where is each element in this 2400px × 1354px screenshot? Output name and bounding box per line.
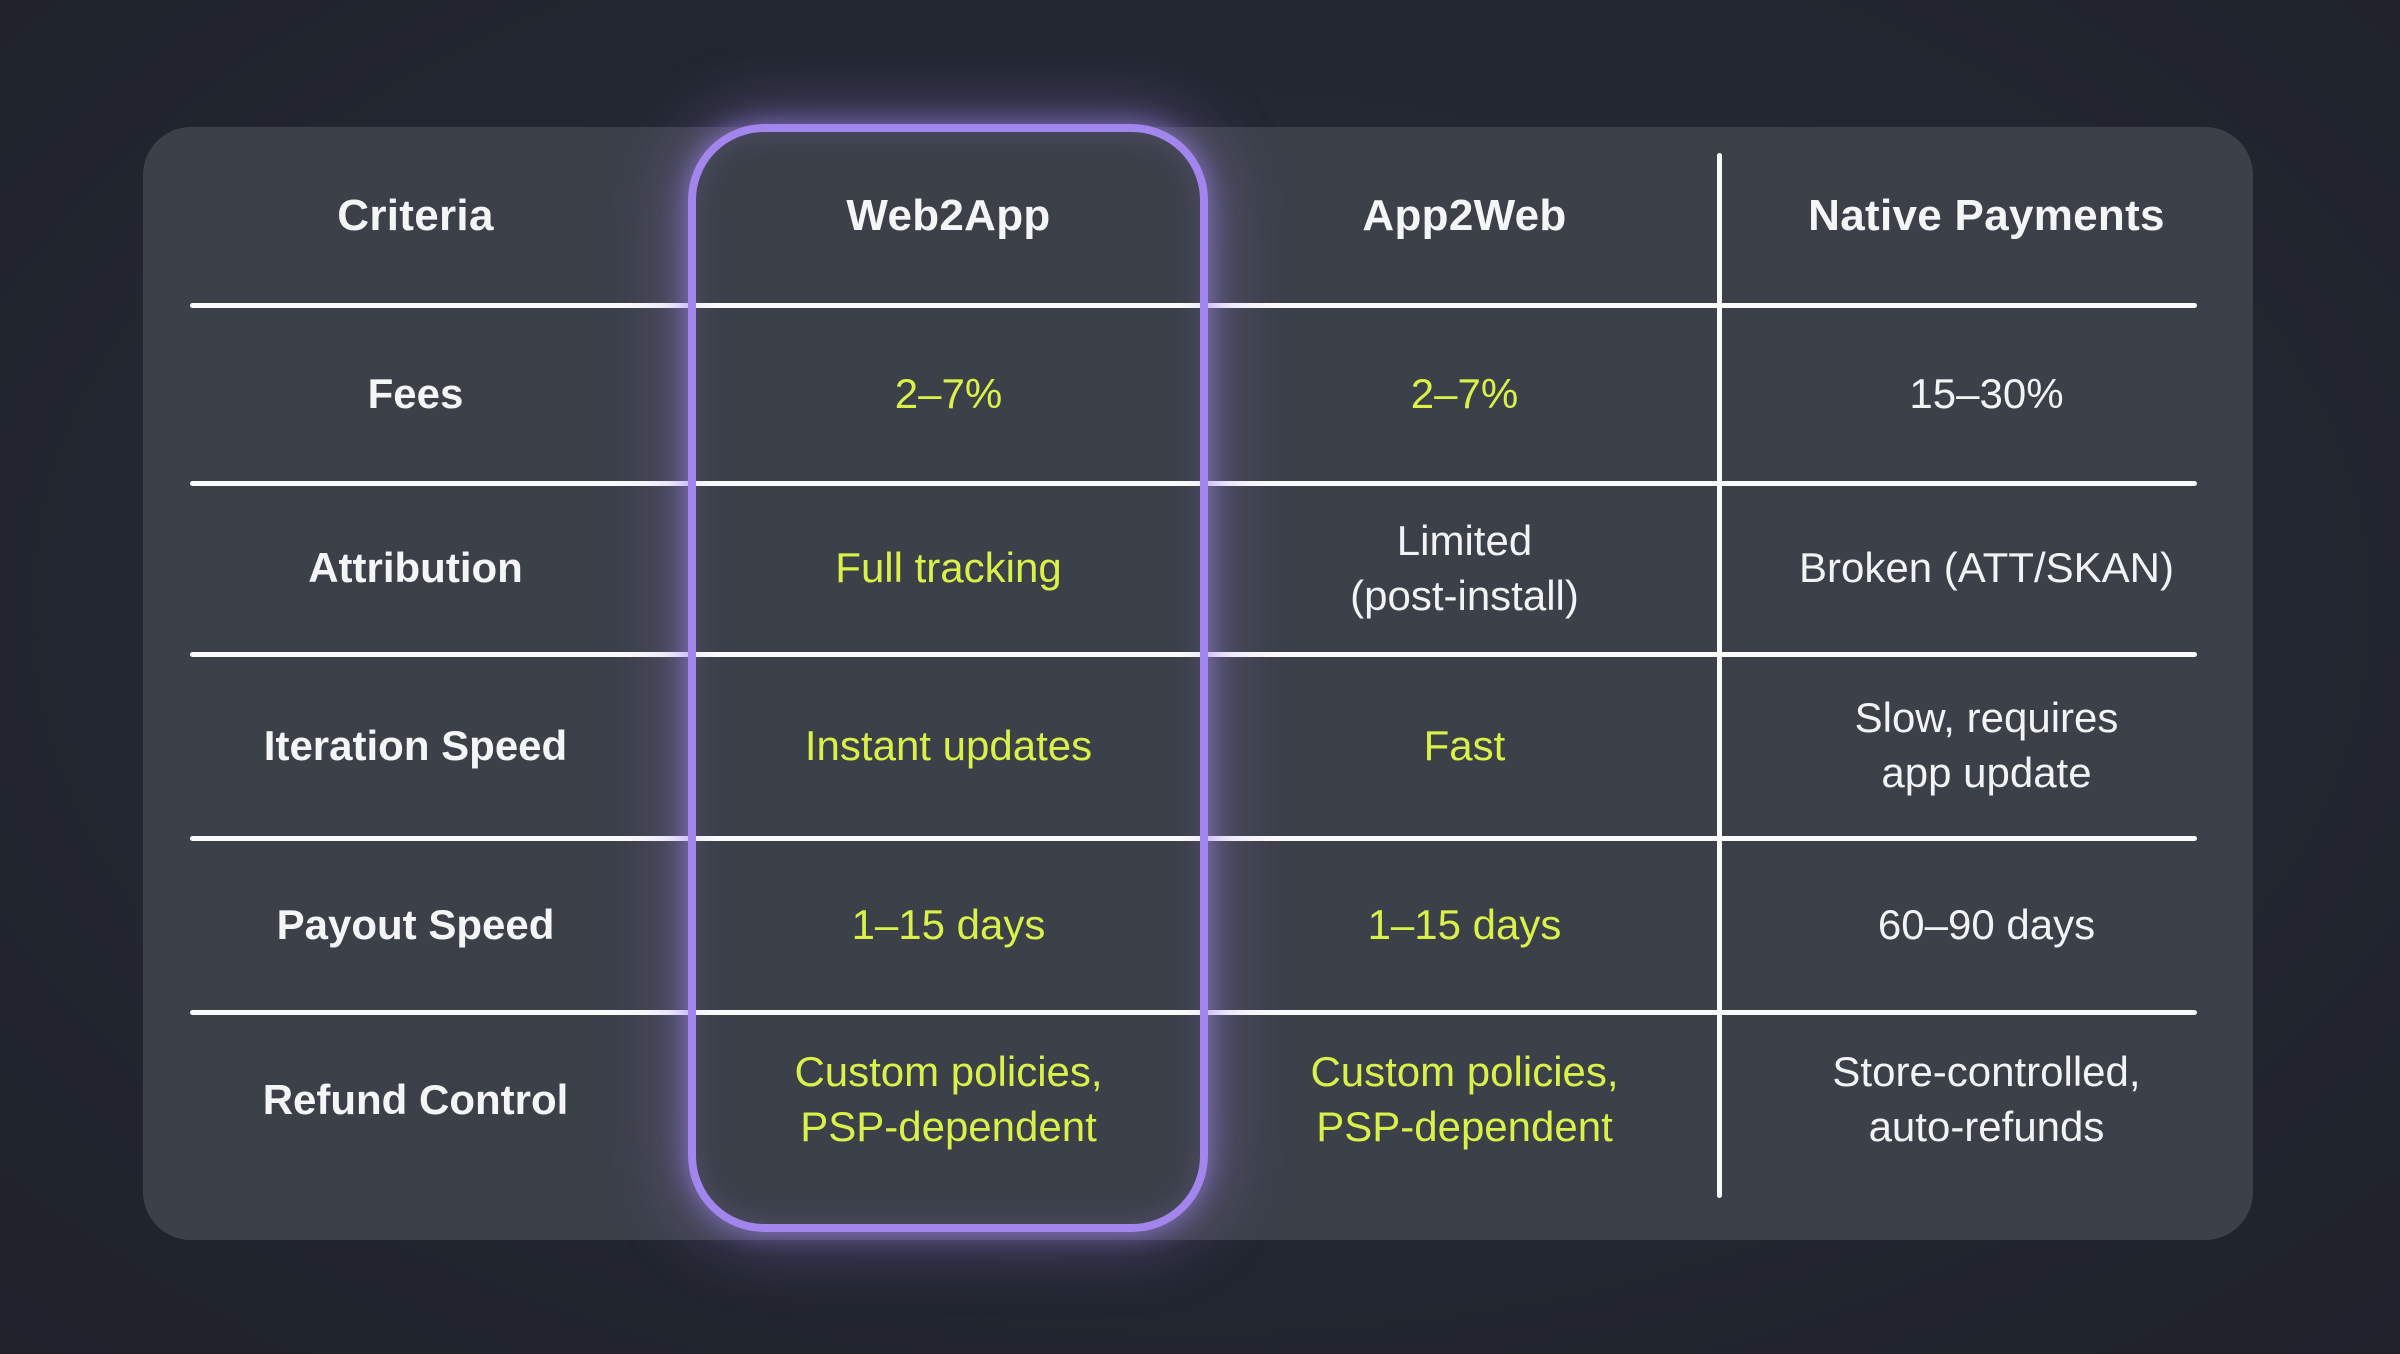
- header-cell-web2app: Web2App: [846, 191, 1051, 241]
- value-iteration-native: Slow, requires app update: [1854, 694, 2119, 796]
- value-fees-app2web: 2–7%: [1410, 369, 1519, 417]
- row-label-payout-speed: Payout Speed: [276, 900, 555, 948]
- header-cell-app2web: App2Web: [1362, 191, 1567, 241]
- row-divider-payout: [190, 1010, 2197, 1015]
- header-cell-criteria: Criteria: [337, 191, 494, 241]
- row-divider-fees: [190, 481, 2197, 486]
- value-refund-web2app: Custom policies, PSP-dependent: [794, 1048, 1103, 1150]
- value-refund-app2web: Custom policies, PSP-dependent: [1310, 1048, 1619, 1150]
- row-label-attribution: Attribution: [308, 544, 523, 592]
- value-attribution-app2web: Limited (post-install): [1350, 516, 1579, 619]
- value-payout-web2app: 1–15 days: [851, 900, 1046, 948]
- row-label-fees: Fees: [367, 369, 464, 417]
- value-fees-web2app: 2–7%: [894, 369, 1003, 417]
- row-divider-attribution: [190, 652, 2197, 657]
- column-divider-native-payments: [1717, 153, 1722, 1198]
- comparison-table-card: Criteria Web2App App2Web Native Payments…: [143, 127, 2253, 1240]
- value-payout-native: 60–90 days: [1877, 900, 2096, 948]
- value-iteration-web2app: Instant updates: [804, 721, 1093, 769]
- comparison-table: Criteria Web2App App2Web Native Payments…: [143, 127, 2253, 1240]
- value-attribution-native: Broken (ATT/SKAN): [1799, 544, 2174, 592]
- header-cell-native-payments: Native Payments: [1808, 191, 2165, 241]
- value-fees-native: 15–30%: [1909, 369, 2064, 417]
- value-payout-app2web: 1–15 days: [1367, 900, 1562, 948]
- value-attribution-web2app: Full tracking: [835, 544, 1062, 592]
- row-divider-header: [190, 303, 2197, 308]
- row-divider-iteration: [190, 836, 2197, 841]
- row-label-iteration-speed: Iteration Speed: [263, 721, 568, 769]
- value-refund-native: Store-controlled, auto-refunds: [1832, 1048, 2141, 1150]
- value-iteration-app2web: Fast: [1423, 721, 1506, 769]
- row-label-refund-control: Refund Control: [262, 1075, 569, 1123]
